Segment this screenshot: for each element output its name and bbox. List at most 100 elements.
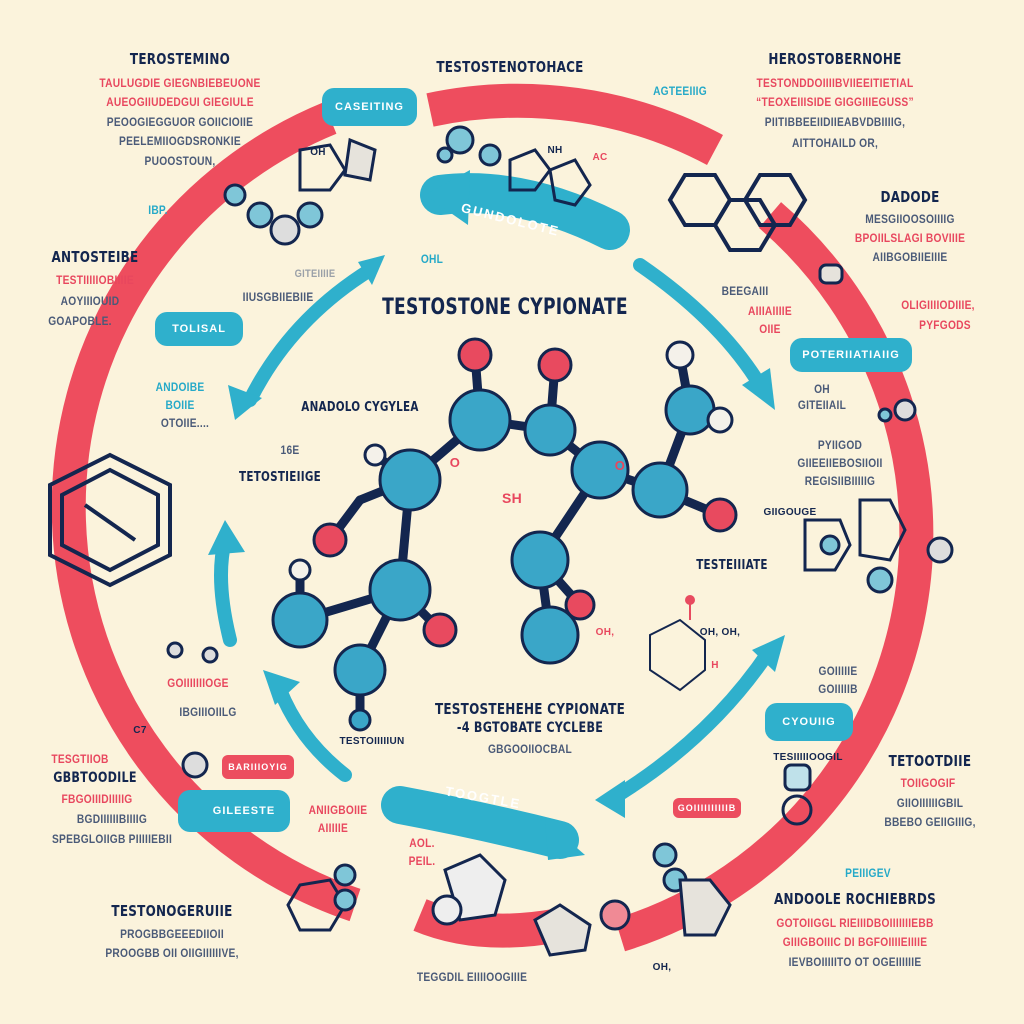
ring-right-arc (614, 202, 934, 952)
label: BOIIE (165, 398, 195, 412)
label: BEEGAIII (721, 284, 769, 298)
label: OIIE (759, 322, 781, 336)
label: TESTOIIIIIUN (339, 736, 405, 747)
top-title: TESTOSTENOTOHACE (436, 58, 584, 76)
label: REGISIIBIIIIIG (804, 474, 876, 488)
label: GIIGOUGE (763, 507, 817, 518)
center-caption-1: TESTOSTEHEHE CYPIONATE (434, 700, 626, 718)
label: AGTEEIIIG (653, 84, 707, 98)
label: IBP. (148, 203, 168, 217)
label: OH (814, 382, 830, 396)
label: TEGGDIL EIIIIOOGIIIE (416, 970, 528, 984)
bariioyig-pill: BARIIIOYIG (222, 755, 294, 779)
arrow-bottom-banner (381, 786, 579, 859)
left-low-line: GBBTOODILE (53, 770, 137, 786)
left-low-line: FBGOIIIDIIIIIG (61, 792, 133, 806)
label: H (711, 660, 719, 671)
label: GITEIIAIL (797, 398, 847, 412)
top-left-line: AUEOGIIUDEDGUI GIEGIULE (106, 95, 254, 109)
label: TESIIIIIOOGIL (773, 752, 843, 763)
small-molecules (166, 125, 954, 957)
cyouig-pill: CYOUIIG (765, 703, 853, 741)
left-low-line: BGDIIIIIIBIIIIG (76, 812, 148, 826)
right-low-line: BBEBO GEIIGIIIG, (884, 815, 976, 829)
label: TESTEIIIATE (696, 558, 768, 573)
label: C7 (133, 725, 147, 736)
phenanthrene-icon (667, 173, 808, 252)
arrow-bottom-left (273, 683, 352, 782)
label: GOIIIIIE (818, 664, 858, 678)
top-right-line: AITTOHAILD OR, (791, 136, 879, 150)
left-mid-title: ANTOSTEIBE (51, 248, 139, 266)
main-title: TESTOSTONE CYPIONATE (382, 295, 628, 320)
bottom-right-line: GIIIGBOIIIC DI BGFOIIIIEIIIIE (782, 935, 928, 949)
label: PYFGODS (919, 318, 971, 332)
top-right-line: “TEOXEIIISIDE GIGGIIIEGUSS” (756, 95, 914, 109)
ring-top-arc (426, 83, 723, 166)
arrow-left (214, 533, 237, 647)
gileeste-pill: GILEESTE (178, 790, 290, 832)
top-left-title: TEROSTEMINO (129, 50, 231, 68)
label: OTOIIE.... (160, 416, 210, 430)
top-left-line: PEOOGIEGGUOR GOIICIOIIE (106, 115, 254, 129)
right-mid-line: BPOIILSLAGI BOVIIIE (854, 231, 966, 245)
left-mid-line: TESTIIIIIOBIIIIE (56, 273, 134, 287)
small-ring-bottom-center (649, 595, 706, 692)
label: IIUSGBIIEBIIE (242, 290, 314, 304)
bottom-left-line: PROOGBB OII OIIGIIIIIIVE, (105, 946, 239, 960)
center-caption-3: GBGOOIIOCBAL (487, 742, 573, 756)
arrow-top-left (243, 263, 377, 407)
label: O (614, 458, 626, 473)
arrow-bottom-right (603, 643, 777, 807)
label: SH (501, 490, 523, 506)
tolisal-pill: TOLISAL (155, 312, 243, 346)
label: AOL. (409, 836, 435, 850)
label: GOIIIIIB (818, 682, 858, 696)
label: PEIL. (408, 854, 436, 868)
arrowheads (208, 170, 785, 860)
right-mid-line: MESGIIOOSOIIIIG (865, 212, 955, 226)
left-low-line: TESGTIIOB (51, 752, 109, 766)
central-molecule (271, 337, 738, 732)
label: TETOSTIEIIGE (239, 470, 321, 485)
potentiating-pill: POTERIIATIAIIG (790, 338, 912, 372)
right-mid-line: AIIBGOBIIEIIIE (872, 250, 948, 264)
label: GITEIIIIE (294, 268, 336, 280)
label: AC (592, 152, 608, 163)
label: GIIEEIIEBOSIIOII (797, 456, 883, 470)
bottom-left-title: TESTONOGERUIIE (111, 902, 233, 920)
label: ANADOLO CYGYLEA (301, 400, 419, 415)
label: PYIIGOD (817, 438, 863, 452)
bottom-right-line: GOTOIIGGL RIEIIIDBOIIIIIIIEBB (776, 916, 934, 930)
casting-pill: CASEITING (322, 88, 417, 126)
molecule-atoms (271, 337, 738, 732)
label: O (449, 455, 461, 470)
arrow-top-right (633, 258, 767, 392)
label: AIIIAIIIIE (748, 304, 792, 318)
label: ANIIGBOIIE (308, 803, 368, 817)
bottom-right-tag: PEIIIGEV (845, 866, 891, 880)
top-left-line: PEELEMIIOGDSRONKIE (119, 134, 241, 148)
top-right-line: PIITIBBEEIIDIIEABVDBIIIIG, (764, 115, 906, 129)
label: NH (547, 145, 563, 156)
right-low-line: GIIOIIIIIIGBIL (896, 796, 964, 810)
left-mid-line: AOYIIIOUID (60, 294, 120, 308)
left-mid-line: GOAPOBLE. (48, 314, 112, 328)
right-mid-title: DADODE (880, 188, 940, 206)
bottom-right-title: ANDOOLE ROCHIEBRDS (774, 890, 936, 908)
top-left-line: PUOOSTOUN, (144, 154, 216, 168)
top-right-title: HEROSTOBERNOHE (768, 50, 902, 68)
label: OH, (595, 627, 615, 638)
label: OH (310, 147, 326, 158)
left-low-line: SPEBGLOIIGB PIIIIIEBII (51, 832, 173, 846)
label: OHL (420, 252, 444, 266)
label: GOIIIIIIIOGE (167, 676, 229, 690)
bottom-left-line: PROGBBGEEEDIIOII (120, 927, 224, 941)
label: 16E (280, 443, 300, 457)
bottom-right-line: IEVBOIIIIITO OT OGEIIIIIIE (788, 955, 922, 969)
label: ANDOIBE (155, 380, 205, 394)
center-caption-2: -4 BGTOBATE CYCLEBE (456, 720, 604, 736)
right-low-title: TETOOTDIIE (888, 752, 972, 770)
goiiiiiiib-pill: GOIIIIIIIIIIB (673, 798, 741, 818)
